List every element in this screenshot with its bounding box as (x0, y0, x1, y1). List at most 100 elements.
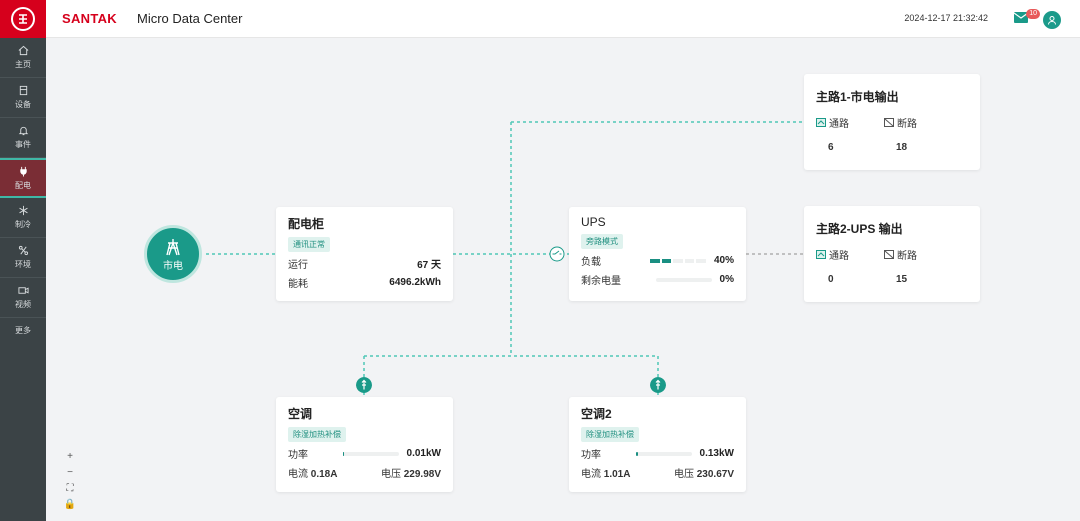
ups-battery-row: 剩余电量 0% (581, 272, 734, 287)
ac2-mode-tag: 除湿加热补偿 (581, 427, 639, 442)
output1-card[interactable]: 主路1-市电输出 通路 断路 6 18 (804, 74, 980, 170)
sidebar-item-label: 视频 (15, 300, 31, 309)
sidebar-item-video[interactable]: 视频 (0, 278, 46, 318)
sidebar-item-more[interactable]: 更多 (15, 325, 31, 335)
cabinet-run-label: 运行 (288, 260, 308, 271)
output2-grid: 通路 断路 0 15 (816, 247, 968, 285)
ups-load-value: 40% (713, 255, 734, 266)
ac2-current-label: 电流 (581, 469, 601, 480)
cabinet-run-row: 运行 67 天 (288, 256, 441, 271)
sidebar-item-cooling[interactable]: 制冷 (0, 198, 46, 238)
snowflake-icon (18, 205, 28, 216)
cabinet-status-tag: 通讯正常 (288, 237, 330, 252)
ac2-current-value: 1.01A (603, 469, 631, 480)
zoom-out-button[interactable]: − (67, 467, 73, 478)
ups-load-row: 负载 40% (581, 253, 734, 268)
output1-title: 主路1-市电输出 (816, 90, 899, 104)
ac1-power-bar (342, 451, 399, 456)
ups-battery-label: 剩余电量 (581, 276, 621, 287)
notification-badge: 10 (1026, 9, 1040, 19)
output1-grid: 通路 断路 6 18 (816, 115, 968, 153)
ac1-power-label: 功率 (288, 450, 308, 461)
output2-off-label: 断路 (884, 247, 952, 262)
output2-on-label: 通路 (816, 247, 884, 262)
sidebar-item-label: 环境 (15, 260, 31, 269)
zoom-controls: + − ⛶ 🔒 (60, 450, 80, 511)
ac2-power-label: 功率 (581, 450, 601, 461)
user-icon (1048, 16, 1056, 25)
output1-on-count: 6 (828, 142, 834, 153)
output1-off-count: 18 (896, 142, 908, 153)
ups-battery-bar (655, 277, 712, 282)
sidebar-item-label: 事件 (15, 140, 31, 149)
device-icon (19, 85, 27, 96)
plug-node-icon[interactable] (650, 377, 666, 393)
switch-icon[interactable] (549, 246, 565, 262)
ac2-power-bar (635, 451, 692, 456)
open-switch-icon (884, 118, 894, 127)
ac1-current-value: 0.18A (310, 469, 338, 480)
video-icon (17, 287, 29, 294)
sidebar-item-label: 配电 (15, 180, 31, 190)
cabinet-energy-label: 能耗 (288, 279, 308, 290)
output1-on-label: 通路 (816, 115, 884, 130)
plug-icon (19, 166, 27, 177)
ac2-card[interactable]: 空调2 除湿加热补偿 功率 0.13kW 电流 1.01A 电压 230.67V (569, 397, 746, 492)
header: SANTAK Micro Data Center 2024-12-17 21:3… (0, 0, 1080, 38)
ac1-mode-tag: 除湿加热补偿 (288, 427, 346, 442)
ups-battery-value: 0% (719, 274, 734, 285)
lock-button[interactable]: 🔒 (63, 499, 77, 510)
topology-canvas: 市电 配电柜 通讯正常 运行 67 天 能耗 6496.2kWh UPS 旁路模… (46, 38, 1080, 521)
cabinet-card[interactable]: 配电柜 通讯正常 运行 67 天 能耗 6496.2kWh (276, 207, 453, 301)
closed-switch-icon (816, 250, 826, 259)
user-avatar[interactable] (1043, 11, 1061, 29)
sidebar-item-events[interactable]: 事件 (0, 118, 46, 158)
sidebar-item-device[interactable]: 设备 (0, 78, 46, 118)
output2-on-count: 0 (828, 274, 834, 285)
sidebar-item-power[interactable]: 配电 (0, 158, 46, 198)
ac2-title: 空调2 (581, 407, 612, 421)
ups-card[interactable]: UPS 旁路模式 负载 40% 剩余电量 0% (569, 207, 746, 301)
home-icon (18, 45, 28, 56)
ac1-current-label: 电流 (288, 469, 308, 480)
sidebar: 主页 设备 事件 配电 制冷 环境 视频 更多 (0, 38, 46, 521)
logo[interactable] (0, 0, 46, 38)
open-switch-icon (884, 250, 894, 259)
output1-off-text: 断路 (897, 119, 917, 130)
ac2-voltage-label: 电压 (673, 469, 694, 480)
environment-icon (18, 245, 28, 256)
datetime: 2024-12-17 21:32:42 (904, 13, 988, 23)
bell-icon (18, 126, 28, 136)
closed-switch-icon (816, 118, 826, 127)
ups-title: UPS (581, 215, 606, 229)
mains-node[interactable]: 市电 (144, 225, 202, 283)
brand-name: SANTAK (62, 11, 117, 26)
ac1-cv-row: 电流 0.18A 电压 229.98V (288, 465, 441, 480)
plug-node-icon[interactable] (356, 377, 372, 393)
ac1-card[interactable]: 空调 除湿加热补偿 功率 0.01kW 电流 0.18A 电压 229.98V (276, 397, 453, 492)
sidebar-item-environment[interactable]: 环境 (0, 238, 46, 278)
output1-off-label: 断路 (884, 115, 952, 130)
output2-on-text: 通路 (829, 251, 849, 262)
ac1-title: 空调 (288, 407, 313, 421)
ups-mode-tag: 旁路模式 (581, 234, 623, 249)
ac2-voltage-value: 230.67V (696, 469, 734, 480)
cabinet-title: 配电柜 (288, 217, 325, 231)
output2-card[interactable]: 主路2-UPS 输出 通路 断路 0 15 (804, 206, 980, 302)
ac2-power-row: 功率 0.13kW (581, 446, 734, 461)
ups-load-label: 负载 (581, 257, 601, 268)
output2-off-text: 断路 (897, 251, 917, 262)
mail-icon[interactable] (1014, 12, 1028, 23)
ac1-voltage-label: 电压 (380, 469, 401, 480)
sidebar-item-home[interactable]: 主页 (0, 38, 46, 78)
cabinet-energy-value: 6496.2kWh (389, 277, 441, 288)
sidebar-item-label: 设备 (15, 100, 31, 109)
output2-title: 主路2-UPS 输出 (816, 222, 903, 236)
ups-load-bar (649, 258, 706, 263)
ac2-power-value: 0.13kW (699, 448, 734, 459)
sidebar-item-label: 主页 (15, 60, 31, 69)
cabinet-run-value: 67 天 (417, 260, 441, 271)
fit-view-button[interactable]: ⛶ (66, 483, 74, 494)
zoom-in-button[interactable]: + (67, 451, 73, 462)
logo-icon (11, 6, 35, 31)
